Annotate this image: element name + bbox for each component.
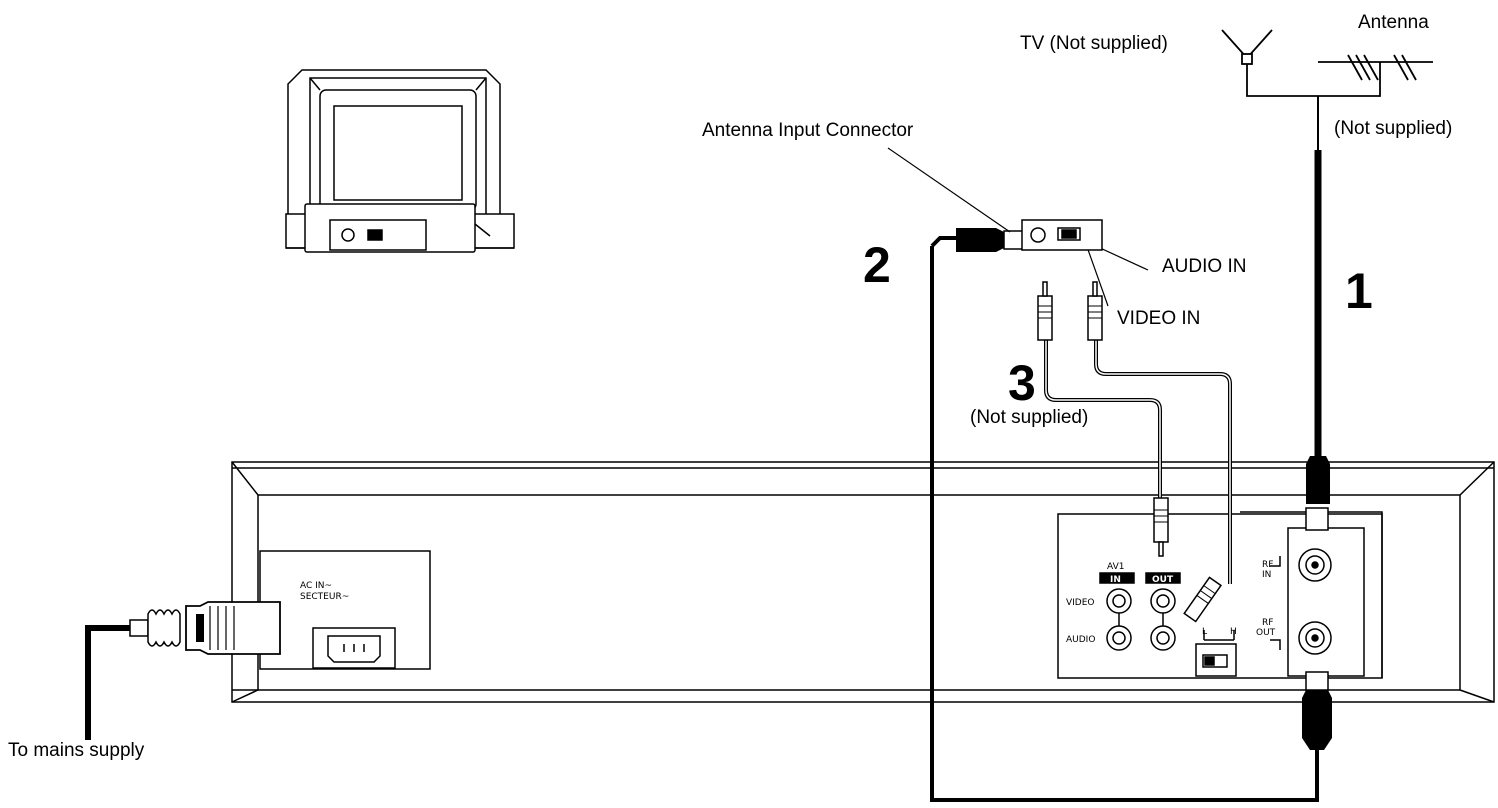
rf-out-label-1: RF (1262, 618, 1273, 628)
video-in-label: VIDEO IN (1117, 308, 1201, 329)
video-in-leader (1085, 243, 1109, 307)
tv-set (285, 69, 515, 253)
to-mains-supply-label: To mains supply (8, 740, 145, 761)
antenna-symbols (1221, 29, 1433, 97)
av1-out-label: OUT (1152, 575, 1174, 585)
video-jack-label: VIDEO (1066, 598, 1095, 608)
ac-in-label: AC IN~ (300, 581, 332, 591)
av-cable (1037, 281, 1232, 623)
cable-not-supplied-label: (Not supplied) (970, 407, 1089, 428)
rf-in-label-2: IN (1262, 570, 1271, 580)
switch-h-label: H (1230, 627, 1237, 637)
antenna-cable (1305, 96, 1330, 531)
power-cord (85, 601, 281, 740)
antenna-not-supplied-label: (Not supplied) (1334, 118, 1453, 139)
av1-label: AV1 (1107, 562, 1124, 572)
av1-in-label: IN (1110, 575, 1121, 585)
recorder-rear-panel (231, 461, 1495, 703)
rf-cable (930, 228, 1332, 802)
step-3-number: 3 (1008, 355, 1036, 411)
audio-jack-label: AUDIO (1066, 635, 1095, 645)
switch-l-label: L (1202, 627, 1207, 637)
antenna-label: Antenna (1358, 12, 1429, 33)
rf-in-label-1: RF (1262, 560, 1273, 570)
rf-out-label-2: OUT (1256, 628, 1276, 638)
secteur-label: SECTEUR~ (300, 592, 349, 602)
ac-inlet-panel (259, 550, 431, 670)
step-2-number: 2 (863, 237, 891, 293)
antenna-input-leader (887, 147, 1011, 233)
step-1-number: 1 (1345, 263, 1373, 319)
antenna-input-connector-label: Antenna Input Connector (702, 120, 914, 141)
tv-label: TV (Not supplied) (1020, 33, 1168, 54)
audio-in-label: AUDIO IN (1162, 256, 1247, 277)
